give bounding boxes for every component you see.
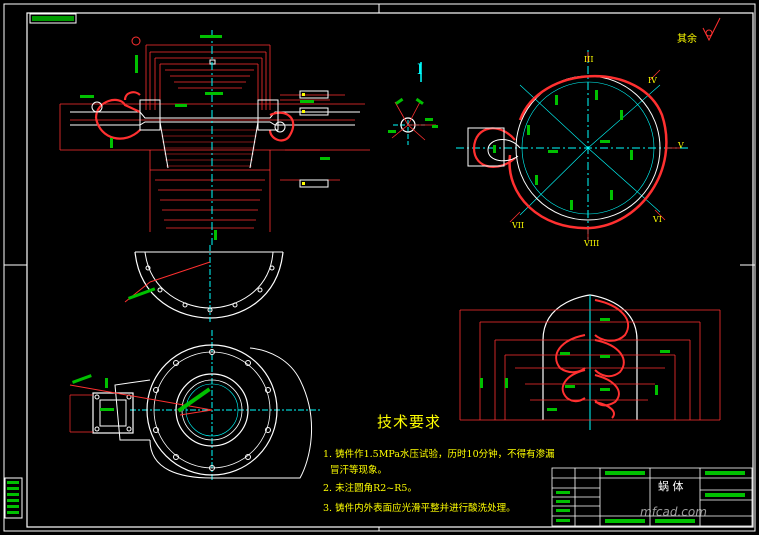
section-label-6: VI: [653, 215, 662, 224]
section-mark-label: I: [417, 62, 423, 78]
section-label-4: IV: [648, 76, 657, 85]
section-label-7: VII: [512, 221, 525, 230]
title-block: [551, 467, 753, 527]
section-label-5: V: [678, 141, 684, 150]
roughness-label: 其余: [677, 34, 697, 45]
tech-note-2: 2. 未注圆角R2~R5。: [323, 483, 417, 494]
roughness-symbol-icon: [702, 17, 721, 42]
tech-note-3: 3. 铸件内外表面应光滑平整并进行酸洗处理。: [323, 503, 516, 514]
half-ring-view: [124, 245, 284, 322]
bottom-plan-view: [69, 330, 320, 480]
top-view-volute: [456, 50, 690, 240]
tech-note-1: 1. 铸件作1.5MPa水压试验，历时10分钟，不得有渗漏: [323, 449, 555, 460]
section-label-3: III: [584, 55, 594, 64]
side-strip: [4, 477, 23, 519]
title-block-part-name: 蜗 体: [658, 480, 684, 493]
tech-note-1b: 冒汗等现象。: [330, 465, 388, 476]
section-detail-I: [388, 97, 438, 145]
inner-frame: [26, 12, 754, 528]
tech-requirements-title: 技术要求: [377, 413, 442, 431]
front-section-view: [59, 30, 370, 245]
drawing-number-box: [29, 13, 77, 24]
watermark: mfcad.com: [640, 505, 707, 519]
developed-sections: [459, 294, 721, 430]
section-label-8: VIII: [584, 239, 600, 248]
